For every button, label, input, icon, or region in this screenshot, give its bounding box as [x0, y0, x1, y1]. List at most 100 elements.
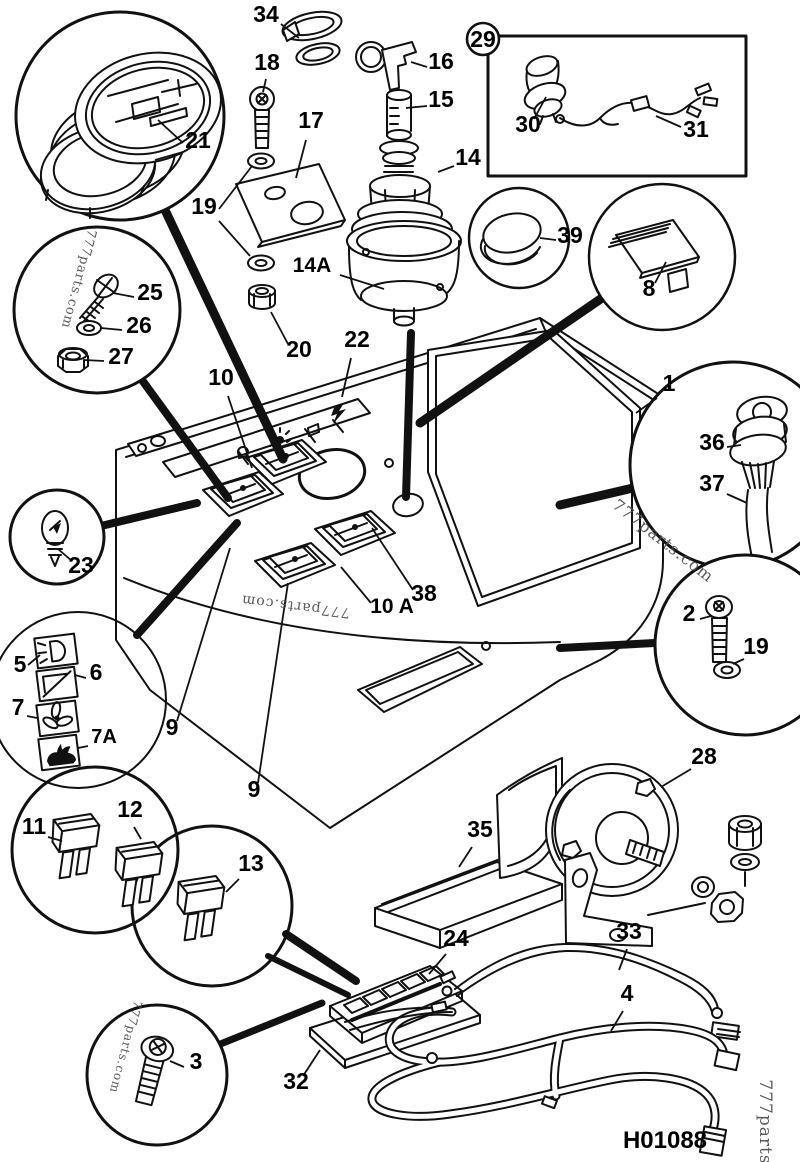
callout-leader	[339, 274, 385, 290]
horn-hardware	[647, 815, 762, 923]
part-callout-18: 18	[254, 49, 280, 75]
screw-2	[705, 595, 733, 663]
part-callout-19: 19	[191, 193, 217, 219]
screw-25	[79, 273, 119, 323]
callout-leader	[227, 395, 253, 469]
horn-bolt	[561, 778, 656, 859]
bulb-23	[41, 510, 69, 567]
callout-leader	[83, 359, 105, 362]
blank-plate-8-bubble	[587, 182, 737, 332]
part-callout-12: 12	[117, 796, 143, 822]
thick-leader-line	[265, 953, 351, 998]
part-callout-30: 30	[515, 111, 541, 137]
thick-leader-line	[160, 205, 288, 464]
washer-26	[76, 320, 102, 336]
watermark-text-4: 777parts	[755, 1079, 775, 1162]
part-callout-37: 37	[699, 470, 725, 496]
callout-leader	[270, 311, 289, 345]
callout-leader	[726, 493, 748, 504]
part-callout-31: 31	[683, 116, 709, 142]
part-callout-9: 9	[248, 776, 261, 802]
gauge-face	[74, 51, 222, 165]
bolt-bubble-3	[85, 1003, 229, 1147]
callout-leader	[27, 654, 41, 666]
callout-leader	[405, 105, 428, 109]
part-callout-13: 13	[238, 850, 264, 876]
part-callout-35: 35	[467, 816, 493, 842]
callout-leader	[218, 220, 251, 257]
bolt-18	[249, 86, 275, 149]
callout-leader	[618, 948, 628, 971]
callout-leader	[77, 745, 89, 749]
callout-leader	[280, 23, 300, 39]
switch-body-14a	[346, 211, 462, 327]
thick-leader-line	[138, 376, 232, 502]
part-callout-29: 29	[470, 26, 496, 52]
hare-decal-7a	[37, 733, 81, 772]
thick-leader-line	[214, 999, 326, 1049]
part-callout-14A: 14A	[293, 254, 332, 277]
callout-leader	[437, 165, 455, 173]
switch-wiring-31	[555, 82, 719, 127]
console-panel-1	[115, 317, 664, 829]
callout-leader	[169, 1060, 185, 1068]
part-callout-25: 25	[137, 279, 163, 305]
callout-leader	[655, 115, 682, 128]
beacon-icon	[307, 423, 320, 437]
decal-bubble	[0, 611, 167, 789]
thick-leader-line	[97, 499, 201, 530]
callout-leader	[257, 582, 289, 784]
screw-hole	[384, 458, 394, 468]
part-callout-24: 24	[443, 925, 469, 951]
horn-28	[496, 757, 762, 947]
screw-set-bubble-25-27	[12, 225, 182, 395]
part-callout-7A: 7A	[91, 726, 117, 748]
callout-leader	[699, 615, 712, 620]
blank-plate-17	[235, 163, 346, 248]
part-callout-15: 15	[428, 86, 454, 112]
callout-leader	[133, 826, 142, 840]
callout-leader	[428, 953, 447, 975]
part-callout-38: 38	[411, 580, 437, 606]
callout-leader	[218, 165, 253, 210]
part-callout-4: 4	[621, 980, 634, 1006]
part-callout-9: 9	[166, 714, 179, 740]
connector-bubble-36-37	[628, 360, 800, 570]
thick-leader-lines	[97, 205, 659, 1049]
bolt-3	[134, 1035, 175, 1107]
cover-35	[374, 858, 563, 949]
callout-leader	[302, 1049, 321, 1077]
callout-leader	[410, 61, 428, 68]
callout-leader	[654, 261, 667, 284]
part-callout-16: 16	[428, 48, 454, 74]
ignition-hole-22	[297, 448, 367, 500]
lightning-icon	[331, 403, 346, 424]
fan-decal-7	[35, 699, 80, 738]
callout-leader	[100, 327, 123, 331]
legend-decal-strip	[162, 398, 371, 478]
drawing-code: H01088	[623, 1127, 707, 1154]
harness-4	[344, 1000, 741, 1157]
bulb-bubble-23	[8, 488, 106, 586]
part-callout-10: 10	[208, 364, 234, 390]
callout-leader	[295, 139, 307, 179]
socket-cap-34	[281, 10, 343, 66]
callout-leader	[57, 548, 73, 562]
part-callout-14: 14	[455, 144, 481, 170]
part-callout-1: 1	[663, 370, 676, 396]
part-callout-20: 20	[286, 336, 312, 362]
part-callout-34: 34	[253, 1, 279, 27]
headlight-decal-5	[33, 632, 79, 670]
callout-leader	[340, 566, 372, 604]
callout-leader	[26, 715, 38, 719]
part-callout-6: 6	[90, 659, 103, 685]
callout-leader	[112, 292, 135, 298]
part-callout-17: 17	[298, 107, 324, 133]
callout-leader-lines	[26, 23, 748, 1077]
washer-19-upper	[247, 152, 275, 170]
callout-leader	[341, 357, 352, 398]
key-ring-16	[355, 41, 417, 91]
